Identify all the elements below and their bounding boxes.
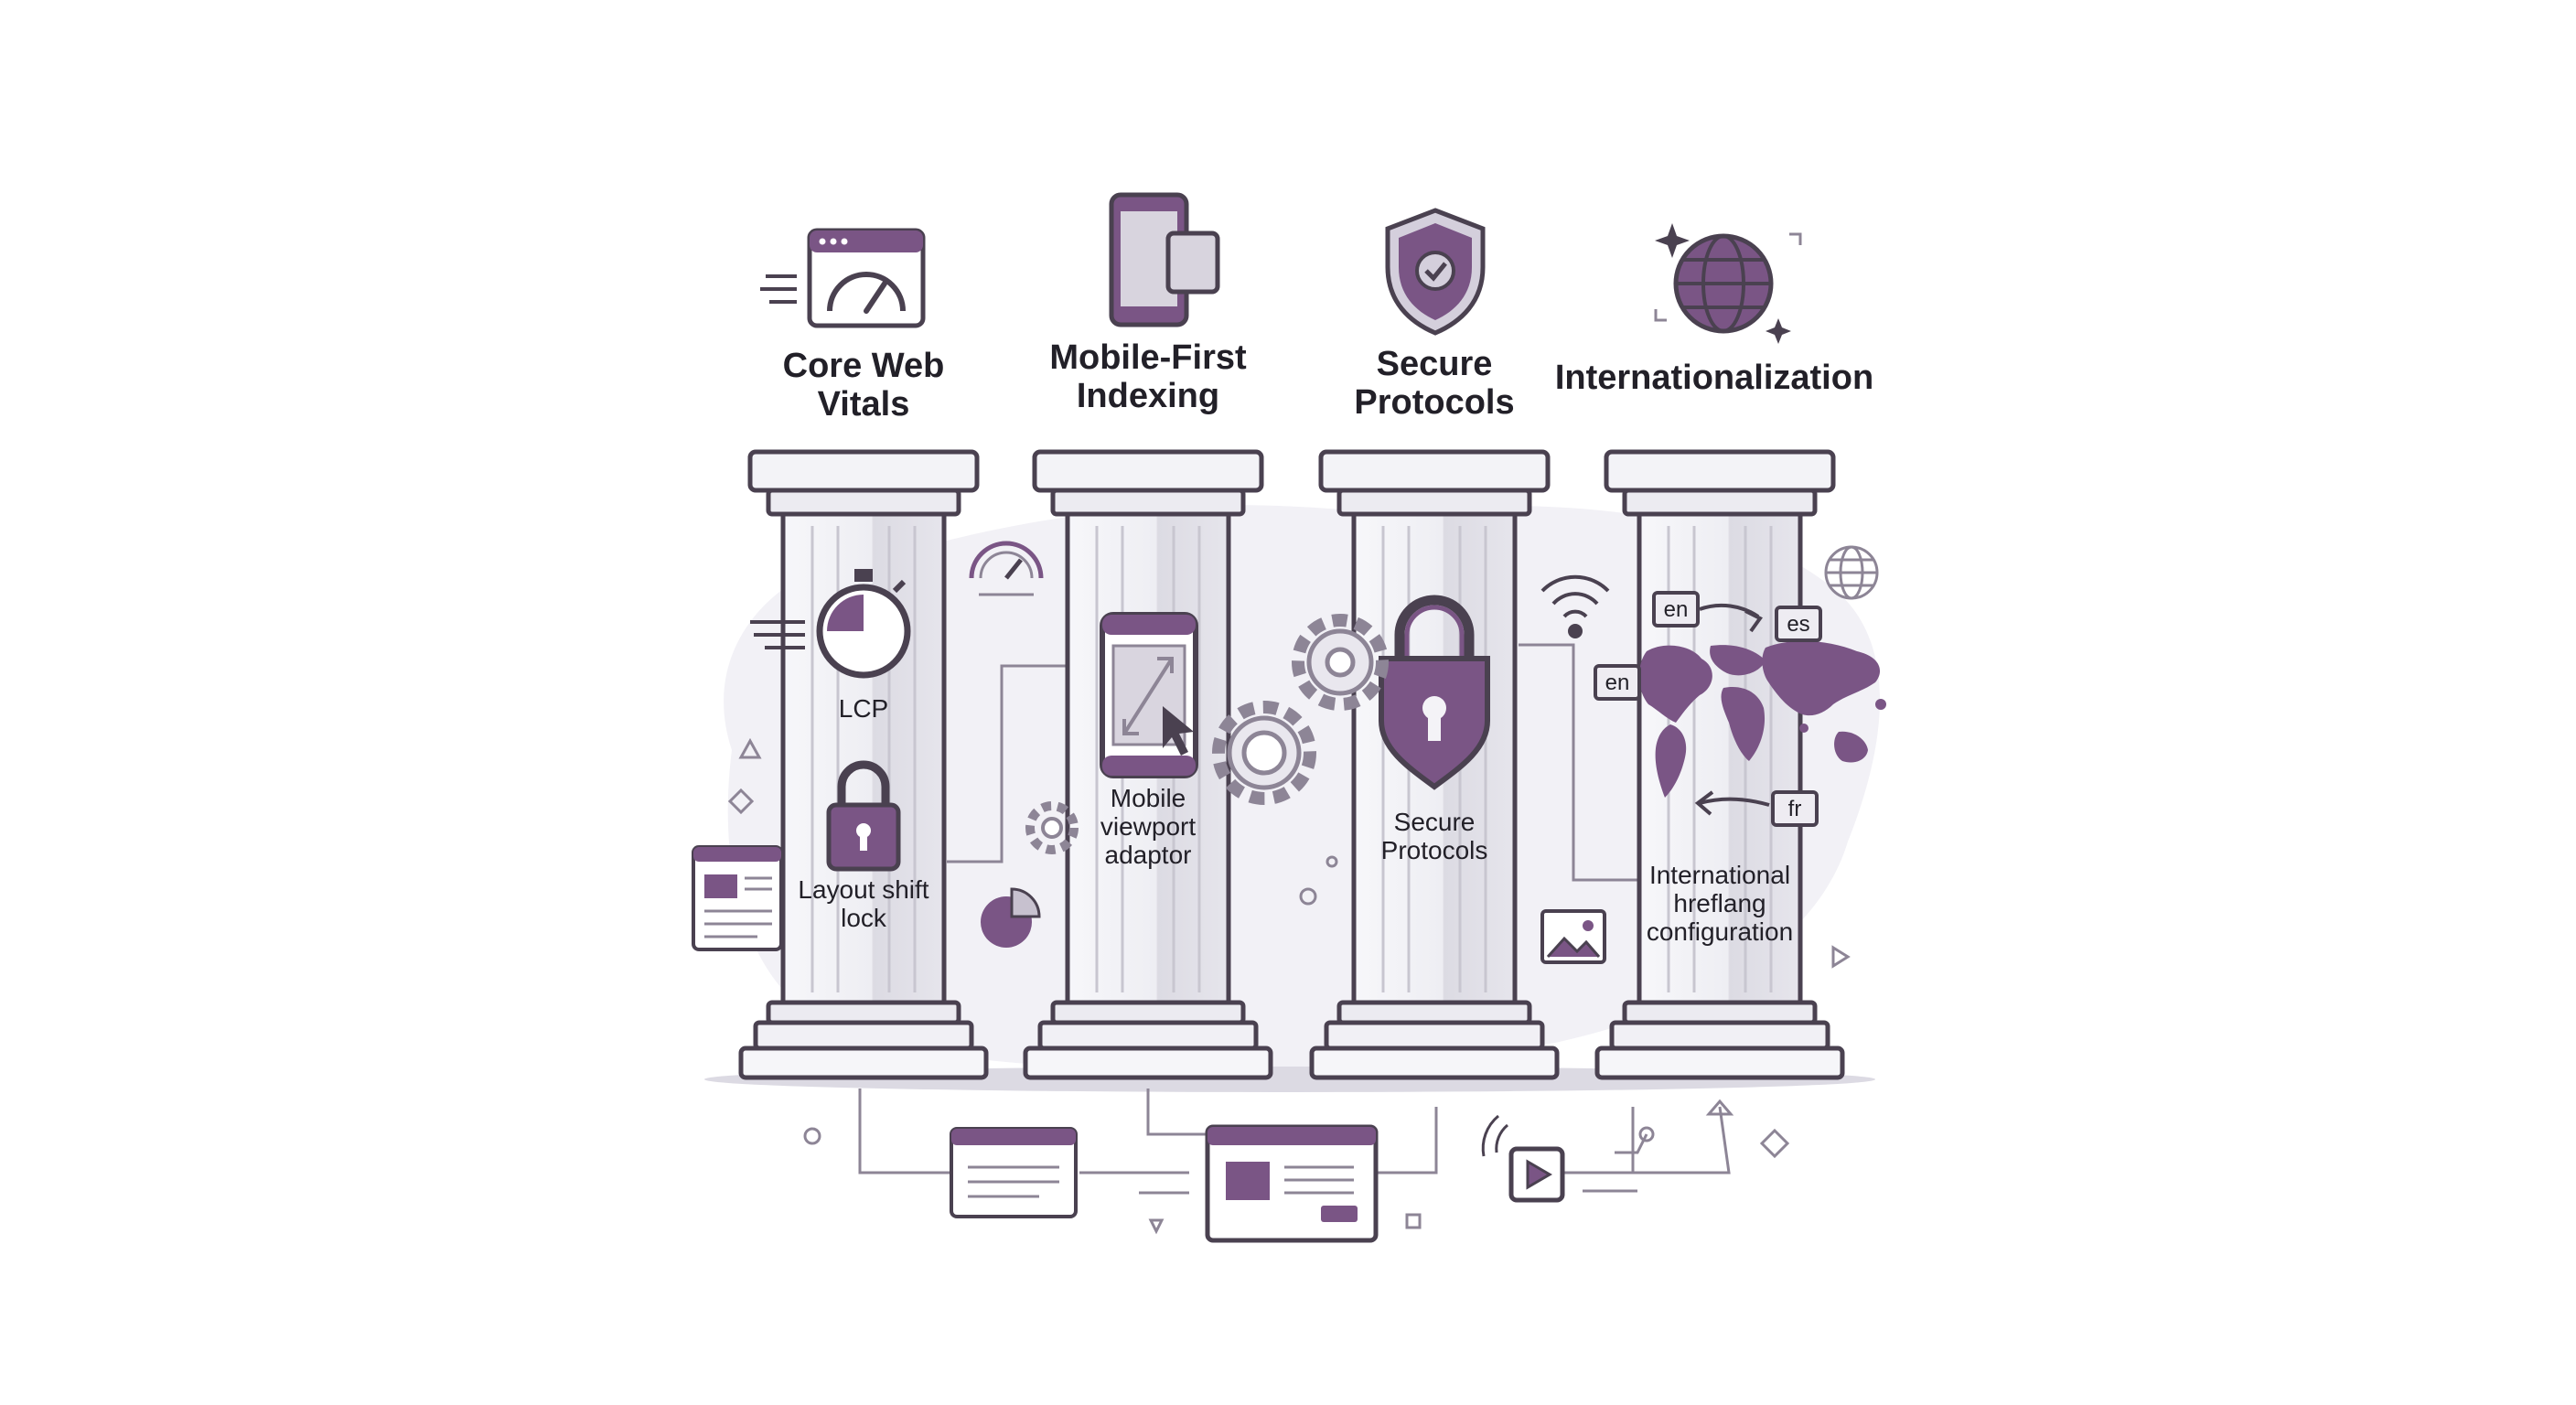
small-globe-icon <box>1824 545 1879 600</box>
pillar-item-label: hreflang <box>1673 889 1766 917</box>
browser-window-icon-bottom-center <box>1205 1124 1379 1243</box>
pillar-item-label: Protocols <box>1381 836 1488 864</box>
gear-icon-large <box>1292 614 1389 711</box>
pillar-title-line: Core Web <box>783 347 945 385</box>
language-tag-label: es <box>1787 612 1809 637</box>
stopwatch-icon <box>750 569 911 679</box>
pillar-item-label: lock <box>841 904 887 932</box>
browser-window-icon-left <box>692 845 783 951</box>
pillar-title-line: Internationalization <box>1555 359 1873 397</box>
speedometer-browser-icon <box>760 228 926 328</box>
pillar-item-label: LCP <box>839 694 888 723</box>
pillar-title-line: Vitals <box>818 385 910 424</box>
play-button-icon <box>1481 1114 1565 1203</box>
pillar-title-line: Mobile-First <box>1049 338 1247 377</box>
image-icon <box>1540 909 1606 964</box>
pie-chart-icon <box>981 887 1041 948</box>
connector-lines <box>858 643 1731 1195</box>
small-speedometer-icon <box>969 541 1044 596</box>
platform-shadow <box>704 1067 1875 1092</box>
wifi-icon <box>1540 574 1610 638</box>
pillar-item-label: viewport <box>1100 812 1196 841</box>
language-tag: en <box>1652 591 1700 627</box>
padlock-icon <box>826 760 901 872</box>
pillar-item-label: Layout shift <box>798 875 928 904</box>
pillar-item-label: Mobile <box>1111 784 1186 812</box>
language-arrows <box>1694 603 1770 816</box>
language-tag-label: en <box>1605 670 1630 695</box>
language-tag-label: en <box>1664 597 1689 622</box>
language-tag: es <box>1775 606 1822 642</box>
pillar-title-line: Indexing <box>1077 377 1219 415</box>
language-tag-label: fr <box>1788 797 1802 821</box>
pillar-item-label: configuration <box>1647 917 1793 946</box>
large-padlock-icon <box>1379 595 1490 790</box>
gear-icon-small <box>1025 801 1079 854</box>
gear-icon-medium <box>1212 701 1316 805</box>
mobile-devices-icon <box>1109 192 1220 327</box>
pillar-title-line: Secure <box>1377 345 1493 383</box>
language-tag: en <box>1594 664 1641 701</box>
pillar-item-label: adaptor <box>1105 841 1192 869</box>
world-map-icon <box>1638 640 1886 798</box>
decorative-shapes <box>727 737 1851 1235</box>
language-tag: fr <box>1771 790 1819 827</box>
phone-viewport-icon <box>1100 612 1198 778</box>
pillar-item-label: Secure <box>1394 808 1476 836</box>
shield-check-icon <box>1385 208 1486 336</box>
globe-sparkle-icon <box>1654 223 1802 344</box>
pillar-item-label: International <box>1649 861 1790 889</box>
browser-window-icon-bottom-left <box>950 1127 1078 1218</box>
pillar-title-line: Protocols <box>1354 383 1514 422</box>
